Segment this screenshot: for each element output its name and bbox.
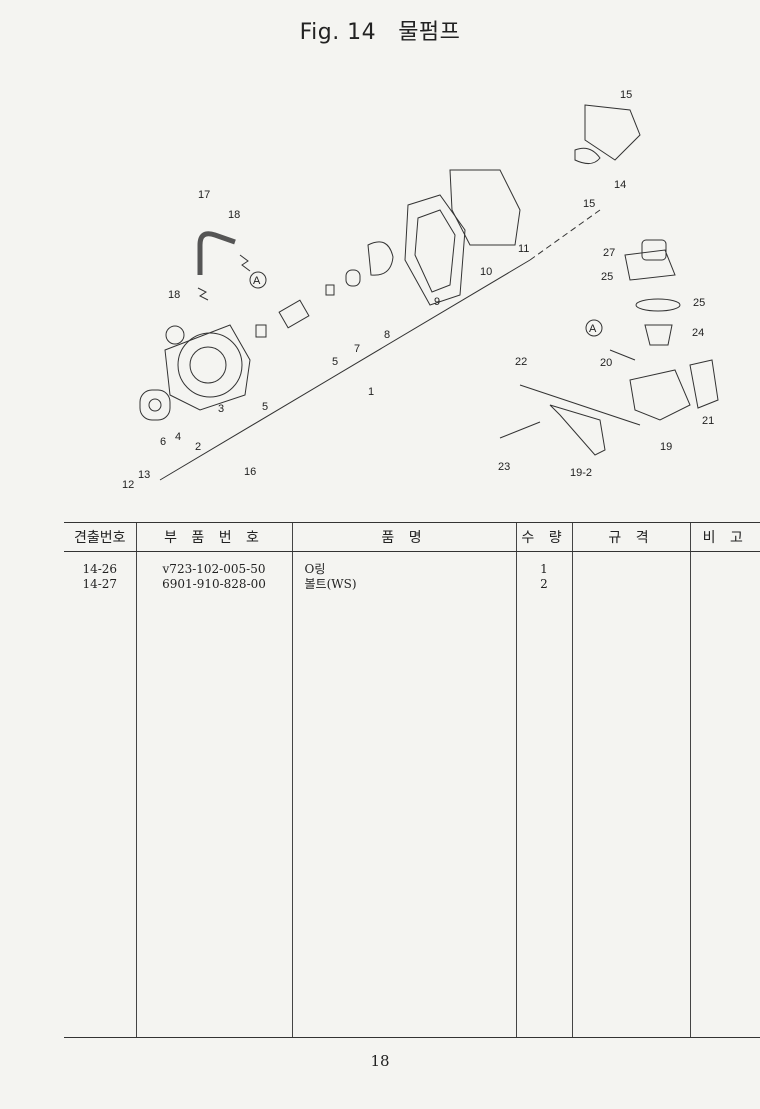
callout-label: 5: [332, 356, 338, 368]
callout-label: 23: [498, 461, 510, 473]
callout-label: 10: [480, 266, 492, 278]
o-ring-part: [635, 298, 681, 312]
seal-part: [345, 269, 361, 287]
cell-spec: [571, 562, 690, 577]
figure-name: 물펌프: [398, 20, 461, 45]
clamp-part: [239, 254, 251, 272]
reference-marker-a: A: [249, 271, 267, 289]
callout-label: 5: [262, 401, 268, 413]
cell-ref-no: 14-27: [82, 577, 118, 591]
callout-label: 20: [600, 357, 612, 369]
pipe-part: [549, 404, 606, 456]
column-header-part-no: 부 품 번 호: [135, 522, 292, 552]
callout-label: 14: [614, 179, 626, 191]
callout-label: 25: [601, 271, 613, 283]
callout-label: 27: [603, 247, 615, 259]
water-outlet-part: [629, 369, 691, 421]
cell-part-name: 볼트(WS): [291, 577, 516, 592]
cell-ref-no: 14-26: [82, 562, 118, 576]
cell-part-no: v723-102-005-50: [135, 562, 292, 577]
parts-table: 견출번호 부 품 번 호 품 명 수 량 규 격 비 고 14-26 v723-…: [64, 522, 760, 1038]
page-title: Fig. 14 물펌프: [0, 14, 760, 46]
bypass-hose-part: [197, 231, 236, 275]
thermostat-cover-part: [584, 104, 641, 161]
callout-label: 12: [122, 479, 134, 491]
assembly-axis: [159, 259, 531, 481]
column-header-part-name: 품 명: [291, 522, 516, 552]
callout-label: 4: [175, 431, 181, 443]
callout-label: 7: [354, 343, 360, 355]
callout-label: 8: [384, 329, 390, 341]
table-header-row: 견출번호 부 품 번 호 품 명 수 량 규 격 비 고: [64, 522, 760, 552]
callout-label: 18: [228, 209, 240, 221]
callout-label: 21: [702, 415, 714, 427]
callout-label: 22: [515, 356, 527, 368]
figure-number: Fig. 14: [299, 20, 377, 45]
column-header-spec: 규 격: [571, 522, 690, 552]
callout-label: 15: [583, 198, 595, 210]
callout-label: 11: [518, 243, 529, 255]
back-plate-part: [449, 169, 521, 246]
callout-label: 17: [198, 189, 210, 201]
callout-label: 6: [160, 436, 166, 448]
housing-flange-part: [624, 249, 676, 281]
cell-part-no: 6901-910-828-00: [135, 577, 292, 592]
callout-label: 15: [620, 89, 632, 101]
water-pump-exploded-diagram: A A 1 2 3 4 5 5 6 7 8 9 10 11 12 13 14 1…: [122, 89, 719, 491]
svg-text:A: A: [589, 323, 597, 335]
column-header-remarks: 비 고: [689, 522, 760, 552]
svg-text:A: A: [253, 275, 261, 287]
callout-label: 25: [693, 297, 705, 309]
column-header-ref-no: 견출번호: [64, 522, 136, 552]
cell-remarks: [689, 577, 760, 592]
callout-label: 2: [195, 441, 201, 453]
pump-body-part: [139, 324, 251, 421]
cell-part-name: O링: [291, 562, 516, 577]
callout-label: 9: [434, 296, 440, 308]
callout-label: 3: [218, 403, 224, 415]
column-header-quantity: 수 량: [515, 522, 572, 552]
thermostat-part: [644, 324, 673, 346]
callout-label: 16: [244, 466, 256, 478]
callout-label: 19-2: [570, 467, 592, 479]
cell-quantity: 2: [515, 577, 572, 592]
callout-label: 18: [168, 289, 180, 301]
impeller-part: [367, 241, 394, 276]
cell-spec: [571, 577, 690, 592]
cell-remarks: [689, 562, 760, 577]
callout-label: 1: [368, 386, 374, 398]
bearing-part: [278, 299, 310, 329]
page-number: 18: [370, 1052, 390, 1070]
callout-label: 24: [692, 327, 704, 339]
cell-quantity: 1: [515, 562, 572, 577]
table-row: 14-26 v723-102-005-50 O링 1: [64, 562, 760, 577]
callout-label: 13: [138, 469, 150, 481]
reference-marker-a: A: [585, 319, 603, 337]
table-row: 14-27 6901-910-828-00 볼트(WS) 2: [64, 577, 760, 592]
gasket-part: [404, 194, 466, 306]
callout-label: 19: [660, 441, 672, 453]
